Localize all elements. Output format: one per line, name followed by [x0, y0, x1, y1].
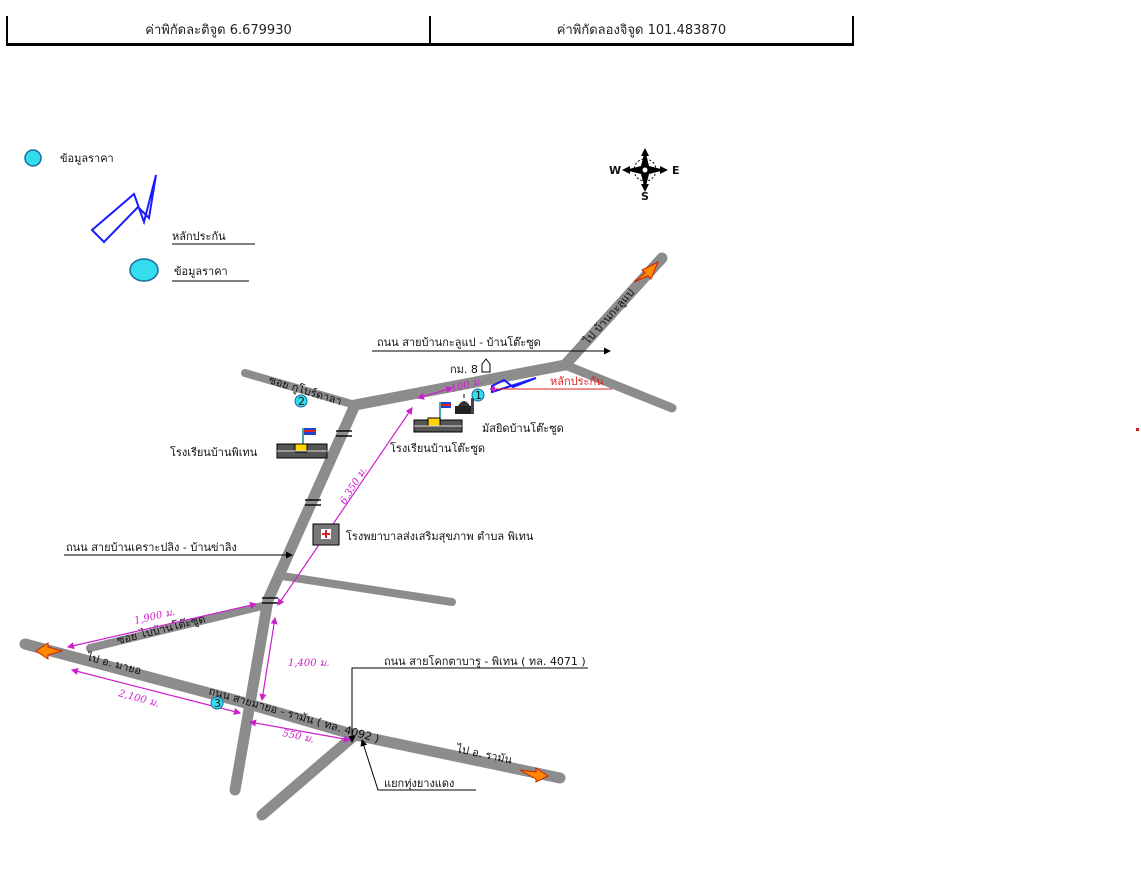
price-legend-icon: [129, 258, 159, 282]
latitude-value: ค่าพิกัดละติจูด 6.679930: [145, 23, 292, 38]
compass-icon: [622, 148, 668, 192]
school-tosud-label: โรงเรียนบ้านโต๊ะซูด: [390, 441, 485, 455]
mosque-label: มัสยิดบ้านโต๊ะซูด: [482, 421, 564, 435]
school-phithen-icon: [276, 428, 328, 459]
junction-label: แยกทุ่งยางแดง: [384, 777, 454, 790]
distance-1400: 1,400 ม.: [288, 658, 330, 669]
collateral-legend-label: หลักประกัน: [172, 230, 226, 243]
collateral-marker-label: หลักประกัน: [550, 375, 604, 388]
longitude-value: ค่าพิกัดลองจิจูด 101.483870: [429, 16, 852, 43]
road-khokpho-leader: [348, 667, 588, 743]
svg-text:1: 1: [475, 389, 482, 402]
stray-mark: [1136, 428, 1139, 431]
compass-south: S: [641, 190, 649, 203]
hospital-icon: [312, 523, 340, 546]
distance-6350: 6,350 ม.: [338, 466, 369, 507]
price-marker-1: 1: [471, 388, 485, 402]
school-tosud-icon: [413, 402, 463, 433]
arrow-ne-icon: [633, 260, 659, 283]
price-marker-3: 3: [210, 696, 224, 710]
hospital-label: โรงพยาบาลส่งเสริมสุขภาพ ตำบล พิเทน: [346, 529, 534, 543]
small-legend-label: ข้อมูลราคา: [60, 152, 114, 165]
to-mayo-label: ไป อ. มายอ: [84, 650, 143, 677]
compass-west: W: [609, 164, 621, 177]
small-legend-marker: [24, 149, 42, 167]
to-ne-label: ไป บ้านกะลูแป: [580, 286, 637, 348]
compass-east: E: [672, 164, 680, 177]
price-legend-label: ข้อมูลราคา: [174, 265, 228, 278]
road-khrapalit-label: ถนน สายบ้านเคราะปลิง - บ้านข่าลิง: [66, 541, 237, 554]
arrow-to-raman-icon: [519, 767, 549, 783]
road-khokpho-label: ถนน สายโคกตาบารู - พิเทน ( ทล. 4071 ): [384, 654, 586, 668]
dimension-lines: [66, 386, 454, 743]
svg-text:3: 3: [214, 697, 221, 710]
price-marker-2: 2: [294, 394, 308, 408]
arrow-to-mayo-icon: [35, 642, 64, 660]
school-phithen-label: โรงเรียนบ้านพิเทน: [170, 445, 258, 459]
mosque-icon: [455, 394, 474, 414]
road-kalupae-label: ถนน สายบ้านกะลูแป - บ้านโต๊ะซูด: [377, 335, 541, 349]
coordinate-bar: ค่าพิกัดละติจูด 6.679930 ค่าพิกัดลองจิจู…: [6, 16, 854, 46]
junction-leader: [360, 739, 476, 791]
svg-text:2: 2: [298, 395, 305, 408]
collateral-legend-icon: [90, 174, 157, 244]
km-marker-label: กม. 8: [450, 363, 478, 376]
distance-550: 550 ม.: [281, 728, 315, 745]
km-marker-icon: [481, 358, 491, 373]
